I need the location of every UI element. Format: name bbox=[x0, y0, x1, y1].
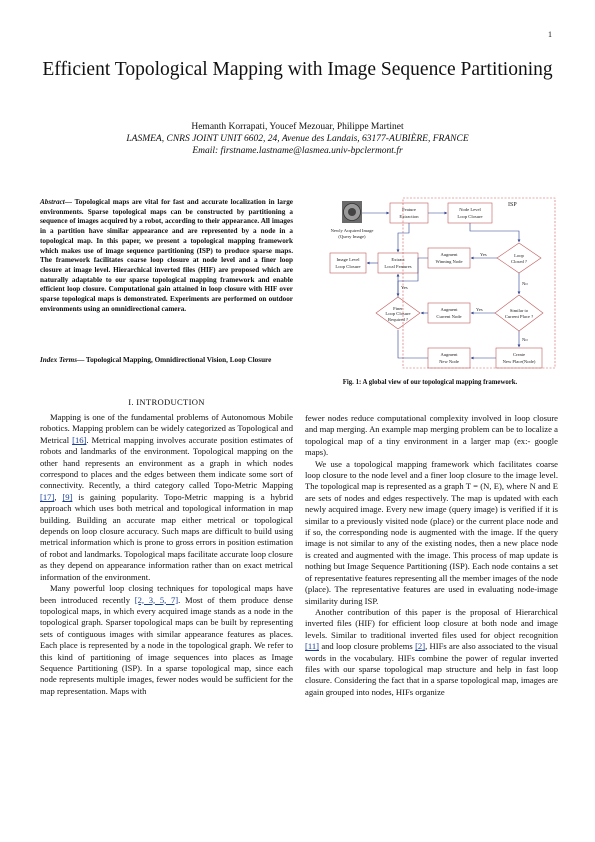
text-run: is gaining popularity. Topo-Metric mappi… bbox=[40, 491, 294, 582]
query-image-label: (Query Image) bbox=[338, 234, 366, 239]
text-run: . Metrical mapping involves accurate pos… bbox=[40, 434, 293, 491]
diamond-label: Loop Closure bbox=[385, 311, 410, 316]
box-label: Image Level bbox=[336, 257, 360, 262]
diamond-label: Closed ? bbox=[511, 259, 527, 264]
augment-winning-node-box bbox=[427, 247, 471, 269]
query-image-label: Newly Acquired Image bbox=[331, 228, 374, 233]
citation-link[interactable]: [17] bbox=[40, 491, 55, 502]
diamond-label: Similar to bbox=[510, 308, 529, 313]
citation-link[interactable]: [2, 3, 5, 7] bbox=[134, 594, 179, 605]
page-number: 1 bbox=[548, 30, 552, 39]
box-label: Create bbox=[513, 352, 525, 357]
create-new-node-box bbox=[495, 347, 543, 369]
text-run: Many powerful loop closing techniques fo… bbox=[40, 583, 293, 605]
box-label: Loop Closure bbox=[457, 214, 482, 219]
node-level-loop-closure-box bbox=[447, 202, 493, 224]
diamond-label: Current Place ? bbox=[505, 314, 533, 319]
extract-local-features-box bbox=[377, 252, 419, 274]
text-run: , HIFs are also associated to the visual… bbox=[305, 641, 558, 697]
edge-label-yes: Yes bbox=[401, 285, 408, 290]
intro-paragraph-1: Mapping is one of the fundamental proble… bbox=[40, 412, 293, 583]
author-block: Hemanth Korrapati, Youcef Mezouar, Phili… bbox=[40, 121, 555, 157]
citation-link[interactable]: [16] bbox=[72, 434, 87, 445]
author-email: Email: firstname.lastname@lasmea.univ-bp… bbox=[192, 146, 403, 156]
intro-paragraph-2: Many powerful loop closing techniques fo… bbox=[40, 583, 293, 697]
edge-label-no: No bbox=[522, 281, 528, 286]
query-image-thumbnail bbox=[342, 201, 362, 223]
box-label: New Place(Node) bbox=[503, 359, 536, 364]
image-level-loop-closure-box bbox=[329, 252, 367, 274]
figure-framework-diagram: ISP Newly Acquired Image (Query Image) F… bbox=[300, 193, 560, 375]
abstract: Abstract— Topological maps are vital for… bbox=[40, 198, 293, 314]
isp-region bbox=[402, 197, 556, 369]
intro-paragraph-3: We use a topological mapping framework w… bbox=[305, 458, 558, 606]
augment-current-node-box bbox=[427, 302, 471, 324]
citation-link[interactable]: [11] bbox=[305, 641, 319, 652]
framework-flowchart: ISP Newly Acquired Image (Query Image) F… bbox=[329, 197, 556, 369]
diamond-label: Finer bbox=[393, 306, 403, 311]
box-label: New Node bbox=[439, 359, 459, 364]
similar-current-place-diamond bbox=[494, 294, 544, 332]
augment-new-node-box bbox=[427, 347, 471, 369]
text-run: Mapping is one of the fundamental proble… bbox=[40, 412, 293, 445]
box-label: Winning Node bbox=[436, 259, 463, 264]
loop-closed-diamond bbox=[496, 242, 542, 274]
isp-label: ISP bbox=[508, 202, 517, 208]
index-terms-text: — Topological Mapping, Omnidirectional V… bbox=[77, 356, 272, 364]
finer-loop-closure-diamond bbox=[375, 296, 421, 330]
intro-paragraph-continued: fewer nodes reduce computational complex… bbox=[305, 413, 558, 458]
box-label: Local Features bbox=[384, 264, 411, 269]
text-run: . Most of them produce dense topological… bbox=[40, 594, 293, 696]
author-names: Hemanth Korrapati, Youcef Mezouar, Phili… bbox=[191, 122, 404, 132]
citation-link[interactable]: [9] bbox=[62, 491, 73, 502]
text-run: Another contribution of this paper is th… bbox=[305, 606, 558, 640]
paper-title: Efficient Topological Mapping with Image… bbox=[42, 59, 553, 80]
diamond-label: Required ? bbox=[388, 317, 408, 322]
edge-label-yes: Yes bbox=[476, 307, 483, 312]
index-terms: Index Terms— Topological Mapping, Omnidi… bbox=[40, 356, 293, 366]
section-heading-introduction: I. INTRODUCTION bbox=[128, 397, 205, 407]
abstract-text: — Topological maps are vital for fast an… bbox=[40, 198, 293, 313]
right-column-body: fewer nodes reduce computational complex… bbox=[305, 413, 558, 698]
intro-paragraph-4: Another contribution of this paper is th… bbox=[305, 607, 558, 698]
box-label: Extract bbox=[391, 257, 405, 262]
text-run: , bbox=[54, 491, 63, 502]
left-column-body: Mapping is one of the fundamental proble… bbox=[40, 412, 293, 697]
abstract-label: Abstract bbox=[40, 198, 65, 206]
box-label: Loop Closure bbox=[335, 264, 360, 269]
index-terms-label: Index Terms bbox=[40, 356, 78, 364]
box-label: Extraction bbox=[399, 214, 419, 219]
author-affiliation: LASMEA, CNRS JOINT UNIT 6602, 24, Avenue… bbox=[126, 134, 469, 144]
box-label: Current Node bbox=[436, 314, 461, 319]
figure-caption: Fig. 1: A global view of our topological… bbox=[342, 379, 518, 386]
text-run: and loop closure problems bbox=[319, 641, 416, 652]
edge-label-no: No bbox=[522, 337, 528, 342]
box-label: Augment bbox=[440, 307, 458, 312]
feature-extraction-box bbox=[389, 202, 429, 224]
box-label: Feature bbox=[402, 207, 416, 212]
box-label: Augment bbox=[440, 252, 458, 257]
citation-link[interactable]: [2] bbox=[415, 641, 426, 652]
diamond-label: Loop bbox=[514, 253, 524, 258]
box-label: Node Level bbox=[459, 207, 481, 212]
box-label: Augment bbox=[440, 352, 458, 357]
edge-label-yes: Yes bbox=[480, 252, 487, 257]
